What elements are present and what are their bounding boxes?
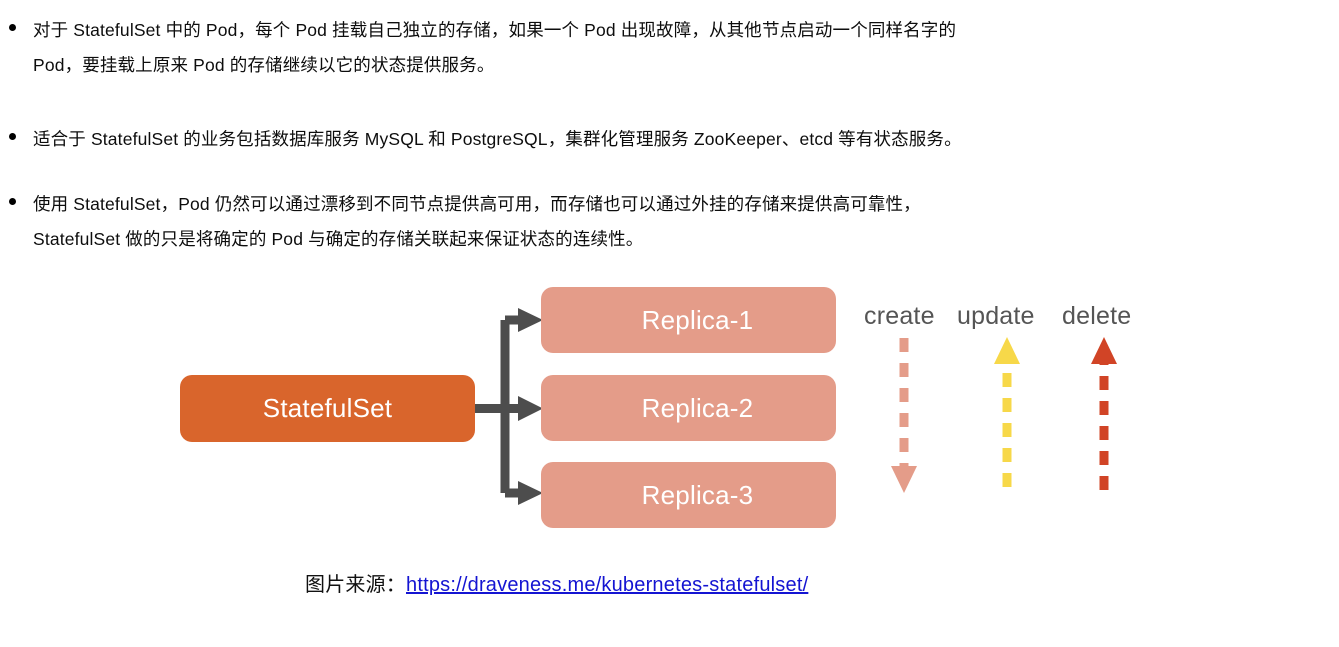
delete-arrowhead-icon	[1091, 337, 1117, 364]
bullet-text-1: 对于 StatefulSet 中的 Pod，每个 Pod 挂载自己独立的存储，如…	[33, 20, 957, 75]
op-label-update: update	[957, 302, 1035, 330]
create-arrowhead-icon	[891, 466, 917, 493]
node-replica-2[interactable]: Replica-2	[541, 375, 836, 441]
op-label-create: create	[864, 302, 935, 330]
source-link[interactable]: https://draveness.me/kubernetes-stateful…	[406, 574, 809, 596]
node-statefulset-label: StatefulSet	[262, 393, 393, 423]
node-replica-1[interactable]: Replica-1	[541, 287, 836, 353]
update-arrowhead-icon	[994, 337, 1020, 364]
bullet-item-1: 对于 StatefulSet 中的 Pod，每个 Pod 挂载自己独立的存储，如…	[0, 13, 1339, 83]
bullet-dot-icon	[9, 24, 16, 31]
node-replica-2-label: Replica-2	[641, 392, 754, 423]
bullet-item-3: 使用 StatefulSet，Pod 仍然可以通过漂移到不同节点提供高可用，而存…	[0, 187, 1339, 257]
bullet-dot-icon	[9, 133, 16, 140]
node-statefulset[interactable]: StatefulSet	[180, 375, 475, 442]
node-replica-3-label: Replica-3	[641, 479, 754, 510]
node-replica-1-label: Replica-1	[641, 304, 754, 335]
bullet-text-2: 适合于 StatefulSet 的业务包括数据库服务 MySQL 和 Postg…	[33, 129, 962, 149]
bullet-text-3: 使用 StatefulSet，Pod 仍然可以通过漂移到不同节点提供高可用，而存…	[33, 194, 921, 249]
image-source-caption: 图片来源：https://draveness.me/kubernetes-sta…	[305, 568, 808, 597]
bullet-item-2: 适合于 StatefulSet 的业务包括数据库服务 MySQL 和 Postg…	[0, 122, 1339, 157]
node-replica-3[interactable]: Replica-3	[541, 462, 836, 528]
bullet-dot-icon	[9, 198, 16, 205]
arrowhead-replica-3-icon	[518, 481, 543, 505]
caption-prefix: 图片来源：	[305, 574, 406, 596]
arrowhead-replica-2-icon	[518, 396, 543, 421]
arrowhead-replica-1-icon	[518, 308, 543, 332]
op-label-delete: delete	[1062, 302, 1132, 330]
